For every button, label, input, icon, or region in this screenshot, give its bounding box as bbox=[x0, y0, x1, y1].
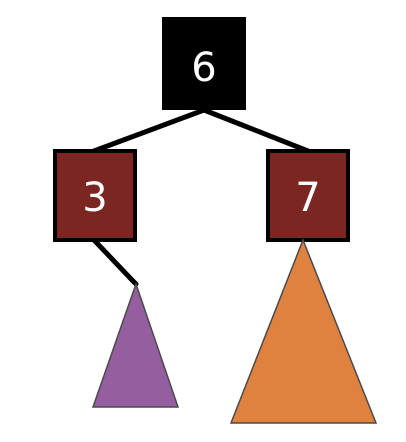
edge-root-right bbox=[201, 107, 311, 154]
node-root-box bbox=[162, 17, 246, 110]
node-left: 3 bbox=[53, 149, 137, 242]
left-child-subtree-triangle bbox=[91, 281, 180, 408]
node-root-label: 6 bbox=[191, 45, 216, 91]
right-child-subtree-triangle bbox=[229, 237, 378, 424]
edge-root-left bbox=[91, 107, 207, 154]
node-right-box bbox=[266, 149, 350, 242]
edge-left-subtree bbox=[91, 237, 139, 287]
tree-edges bbox=[91, 107, 311, 287]
node-right: 7 bbox=[266, 149, 350, 242]
node-root: 6 bbox=[162, 17, 246, 110]
node-left-label: 3 bbox=[82, 175, 107, 221]
node-right-label: 7 bbox=[295, 175, 320, 221]
node-left-box bbox=[53, 149, 137, 242]
